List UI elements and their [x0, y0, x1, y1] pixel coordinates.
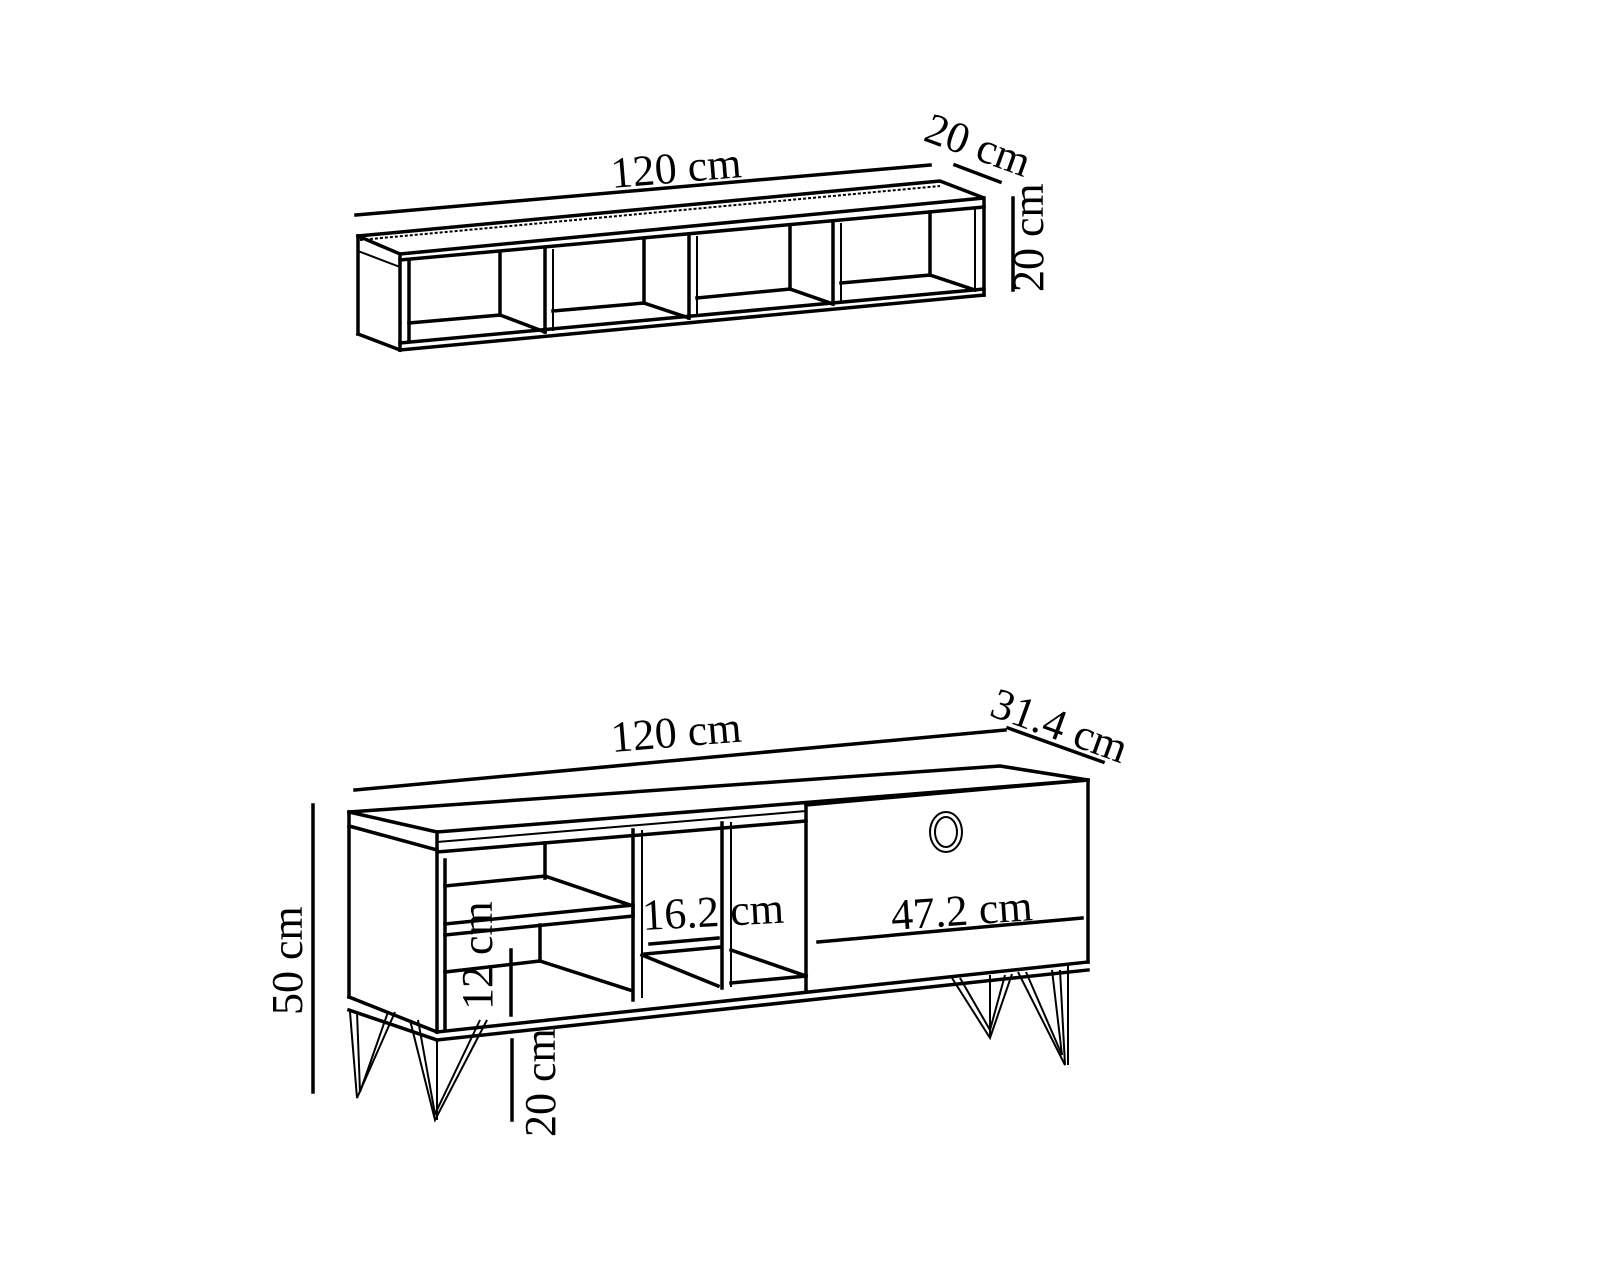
- stand-top-surface: [346, 764, 1089, 834]
- door-width-dimension-line: [816, 916, 1084, 944]
- stand-width-dimension-line: [353, 728, 1007, 792]
- hairpin-leg-back-right: [951, 973, 1013, 1041]
- wall-shelf-drawing: 120 cm 20 cm 20 cm: [354, 103, 1053, 353]
- stand-width-label: 120 cm: [609, 703, 743, 762]
- ring-handle-icon: [929, 811, 963, 853]
- stand-height-label: 50 cm: [263, 906, 312, 1015]
- shelf-depth-dimension-line: [952, 162, 1003, 185]
- hairpin-leg-front-right: [1017, 965, 1069, 1066]
- shelf-width-dimension-line: [354, 163, 932, 217]
- shelf-height-label: 12 cm: [453, 901, 502, 1010]
- stand-depth-dimension-line: [1005, 725, 1106, 765]
- shelf-height-label: 20 cm: [1004, 183, 1053, 292]
- leg-height-label: 20 cm: [516, 1028, 565, 1137]
- compartment-width-dimension-line: [648, 936, 720, 946]
- tv-stand-drawing: 120 cm 31.4 cm 50 cm 12 cm 20 cm 16.2 cm…: [263, 678, 1135, 1137]
- compartment-width-label: 16.2 cm: [641, 884, 785, 940]
- hairpin-leg-front-center: [409, 1019, 488, 1123]
- shelf-width-label: 120 cm: [609, 138, 743, 198]
- stand-depth-label: 31.4 cm: [985, 678, 1135, 773]
- door-width-label: 47.2 cm: [889, 881, 1034, 940]
- hairpin-leg-front-left: [349, 1011, 396, 1099]
